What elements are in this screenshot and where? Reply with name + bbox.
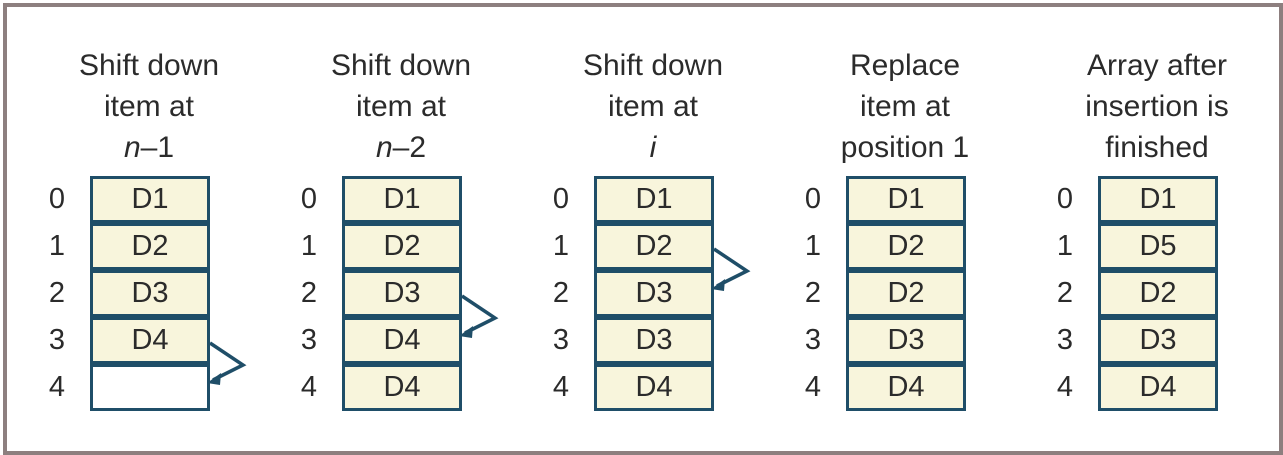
array-index: 3 — [300, 324, 318, 356]
title-variable-line: n–2 — [286, 127, 516, 168]
array-index: 0 — [552, 183, 570, 215]
title-line: Shift down — [78, 49, 220, 82]
panel-title: Shift down item at n–2 — [286, 45, 516, 168]
array-cell: D5 — [1098, 223, 1218, 270]
title-line: item at — [859, 90, 951, 123]
array-index: 2 — [300, 277, 318, 309]
array-cell: D4 — [342, 317, 462, 364]
array-index: 0 — [48, 183, 66, 215]
array-index: 2 — [552, 277, 570, 309]
panel-after-insertion: Array after insertion is finished 0 1 2 … — [1042, 7, 1272, 451]
panel-shift-n-minus-1: Shift down item at n–1 0 1 2 3 4 D1 D2 D… — [34, 7, 264, 451]
panel-title: Shift down item at n–1 — [34, 45, 264, 168]
array-index: 4 — [552, 371, 570, 403]
array-cell-empty — [90, 364, 210, 411]
title-line: insertion is — [1085, 90, 1229, 123]
array-index: 1 — [552, 230, 570, 262]
array-index: 3 — [48, 324, 66, 356]
array-index: 4 — [804, 371, 822, 403]
panel-replace-position-1: Replace item at position 1 0 1 2 3 4 D1 … — [790, 7, 1020, 451]
array-index: 4 — [1056, 371, 1074, 403]
array-cell: D4 — [90, 317, 210, 364]
array-index: 1 — [300, 230, 318, 262]
panel-title: Shift down item at i — [538, 45, 768, 168]
title-variable-line: n–1 — [34, 127, 264, 168]
array-cell: D4 — [846, 364, 966, 411]
panel-shift-n-minus-2: Shift down item at n–2 0 1 2 3 4 D1 D2 D… — [286, 7, 516, 451]
array-cell: D3 — [846, 317, 966, 364]
array-cell: D3 — [594, 317, 714, 364]
array-cell: D3 — [342, 270, 462, 317]
title-line: Replace — [849, 49, 961, 82]
title-variable: i — [649, 131, 657, 164]
array-index: 2 — [1056, 277, 1074, 309]
array-cell: D2 — [1098, 270, 1218, 317]
array-cell: D1 — [342, 176, 462, 223]
array-cell: D3 — [90, 270, 210, 317]
array-index: 3 — [804, 324, 822, 356]
array-cell: D2 — [90, 223, 210, 270]
array-index: 1 — [1056, 230, 1074, 262]
panel-title: Replace item at position 1 — [790, 45, 1020, 168]
array-cell: D3 — [594, 270, 714, 317]
array-cell: D4 — [342, 364, 462, 411]
title-variable-suffix: –2 — [392, 131, 427, 164]
title-variable: n — [375, 131, 393, 164]
array-cell: D4 — [594, 364, 714, 411]
title-line: Shift down — [330, 49, 472, 82]
array-cell: D2 — [846, 270, 966, 317]
array-index: 1 — [804, 230, 822, 262]
title-line: Shift down — [582, 49, 724, 82]
array-index: 1 — [48, 230, 66, 262]
array-cell: D1 — [594, 176, 714, 223]
array-index: 0 — [804, 183, 822, 215]
array-index: 4 — [300, 371, 318, 403]
array-cell: D2 — [594, 223, 714, 270]
title-line: item at — [355, 90, 447, 123]
title-variable-suffix: –1 — [140, 131, 175, 164]
array-cell: D2 — [342, 223, 462, 270]
array-cell: D2 — [846, 223, 966, 270]
panel-shift-i: Shift down item at i 0 1 2 3 4 D1 D2 D3 … — [538, 7, 768, 451]
title-line: position 1 — [840, 131, 970, 164]
title-variable-line: i — [538, 127, 768, 168]
array-cell: D1 — [90, 176, 210, 223]
array-index: 4 — [48, 371, 66, 403]
array-index: 2 — [48, 277, 66, 309]
panel-title: Array after insertion is finished — [1042, 45, 1272, 168]
title-line: item at — [103, 90, 195, 123]
array-index: 0 — [300, 183, 318, 215]
array-index: 2 — [804, 277, 822, 309]
title-line: finished — [1105, 131, 1209, 164]
array-cell: D1 — [846, 176, 966, 223]
title-variable: n — [123, 131, 141, 164]
array-cell: D4 — [1098, 364, 1218, 411]
title-line: Array after — [1086, 49, 1228, 82]
array-index: 0 — [1056, 183, 1074, 215]
array-index: 3 — [1056, 324, 1074, 356]
array-cell: D3 — [1098, 317, 1218, 364]
array-index: 3 — [552, 324, 570, 356]
array-cell: D1 — [1098, 176, 1218, 223]
diagram-frame: Shift down item at n–1 0 1 2 3 4 D1 D2 D… — [3, 3, 1283, 455]
title-line: item at — [607, 90, 699, 123]
